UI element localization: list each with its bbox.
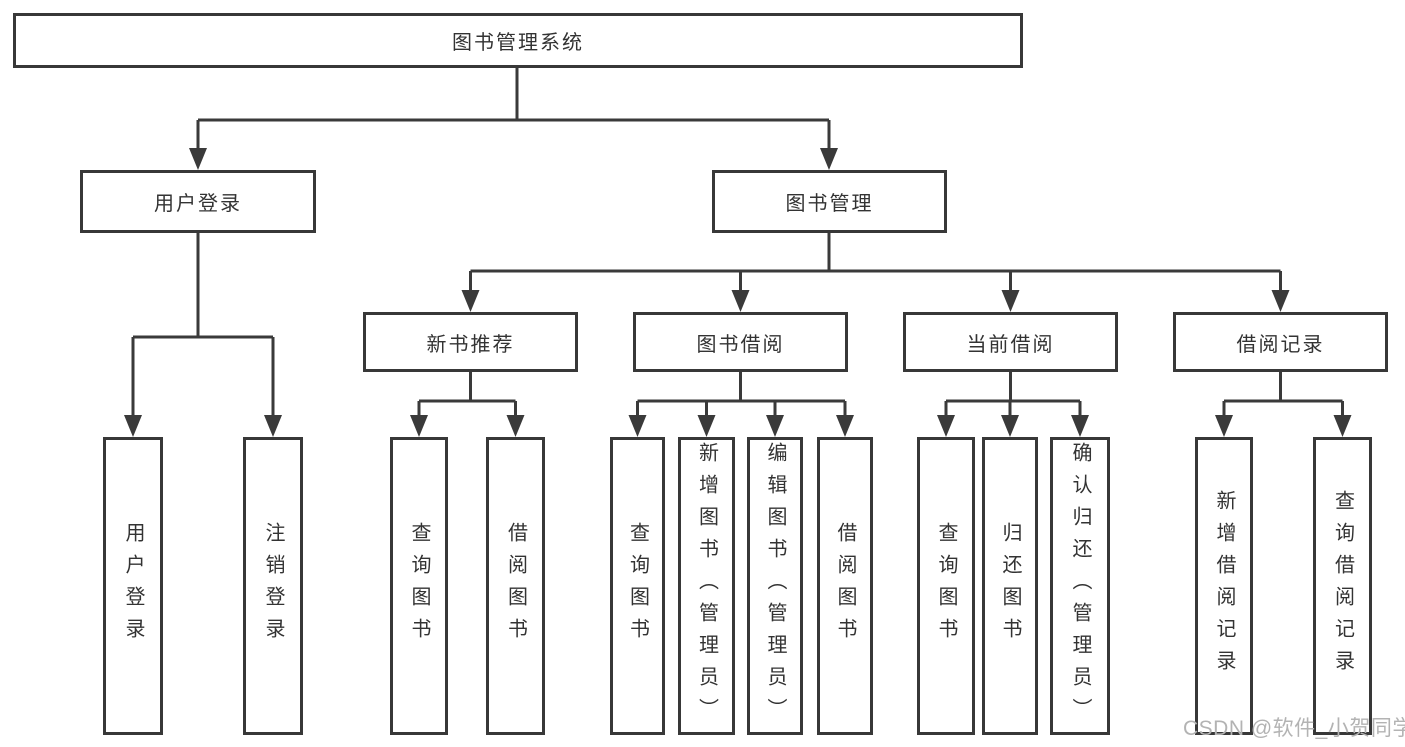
leaf-records-query-record: 查询借阅记录 — [1313, 437, 1372, 735]
arrowheads — [124, 148, 1352, 437]
leaf-recommend-query-books: 查询图书 — [390, 437, 448, 735]
node-borrowing-records: 借阅记录 — [1173, 312, 1388, 372]
leaf-borrowing-borrow-books: 借阅图书 — [817, 437, 873, 735]
csdn-watermark: CSDN @软件_小贺同学 — [1183, 717, 1405, 740]
leaf-user-login: 用户登录 — [103, 437, 163, 735]
leaf-borrowing-query-books: 查询图书 — [610, 437, 665, 735]
node-book-borrowing: 图书借阅 — [633, 312, 848, 372]
leaf-current-query-books: 查询图书 — [917, 437, 975, 735]
node-new-book-recommendation: 新书推荐 — [363, 312, 578, 372]
leaf-borrowing-add-books-admin: 新增图书（管理员） — [678, 437, 735, 735]
leaf-records-add-record: 新增借阅记录 — [1195, 437, 1253, 735]
leaf-borrowing-edit-books-admin: 编辑图书（管理员） — [747, 437, 803, 735]
node-library-management-system: 图书管理系统 — [13, 13, 1023, 68]
leaf-current-confirm-return-admin: 确认归还（管理员） — [1050, 437, 1110, 735]
node-user-login: 用户登录 — [80, 170, 316, 233]
leaf-recommend-borrow-books: 借阅图书 — [486, 437, 545, 735]
connector-lines — [131, 68, 1344, 423]
leaf-logout: 注销登录 — [243, 437, 303, 735]
node-book-management: 图书管理 — [712, 170, 947, 233]
leaf-current-return-books: 归还图书 — [982, 437, 1038, 735]
node-current-borrowing: 当前借阅 — [903, 312, 1118, 372]
